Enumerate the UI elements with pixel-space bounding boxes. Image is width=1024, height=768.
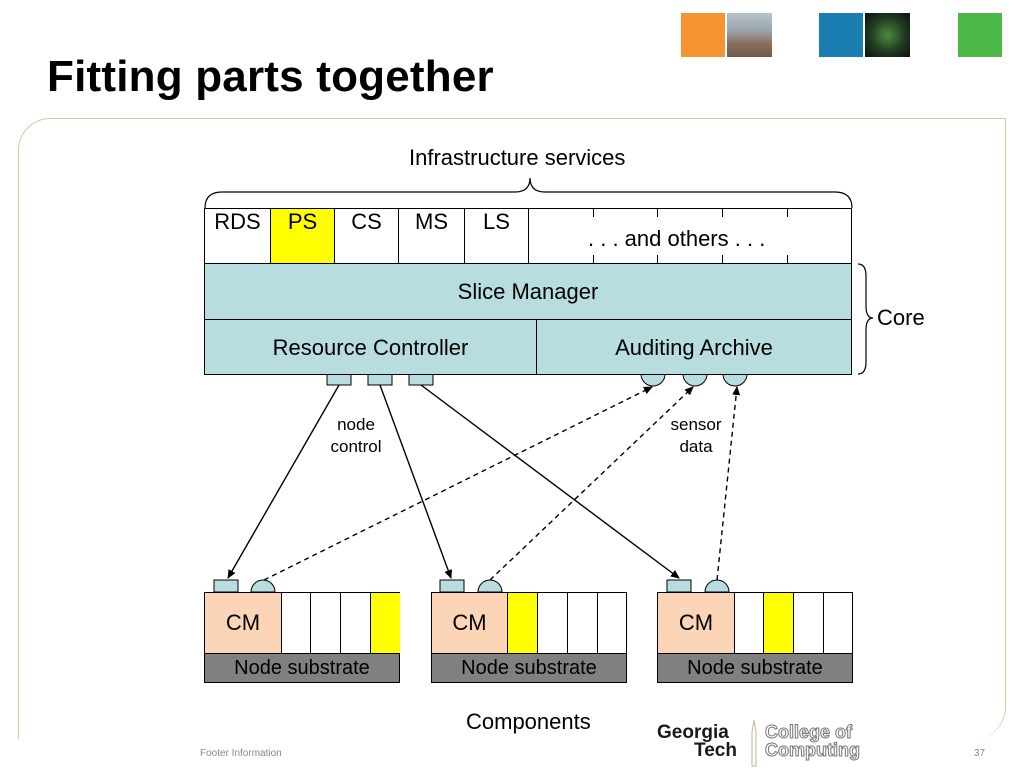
slot-cell (311, 593, 341, 653)
component-1: CM Node substrate (204, 592, 400, 683)
campus-photo-thumbnail (727, 13, 772, 57)
green-thumbnail (958, 13, 1002, 57)
slot-cell (568, 593, 598, 653)
logo-tech: Tech (694, 740, 737, 761)
slot-cell-highlighted (371, 593, 400, 653)
node-substrate: Node substrate (204, 653, 400, 683)
slide-title: Fitting parts together (47, 52, 494, 101)
node-substrate: Node substrate (657, 653, 853, 683)
cm-cell: CM (205, 593, 282, 653)
slice-manager-label: Slice Manager (457, 279, 599, 304)
footer-info: Footer Information (200, 748, 282, 759)
others-tick (787, 209, 788, 217)
sensor-port (682, 373, 708, 387)
component-3: CM Node substrate (657, 592, 853, 683)
core-brace (857, 263, 874, 375)
orange-thumbnail (681, 13, 725, 57)
component-sensor-port (477, 579, 503, 593)
service-ls: LS (465, 209, 529, 263)
others-tick (722, 255, 723, 263)
others-tick (657, 255, 658, 263)
slice-manager: Slice Manager (204, 263, 852, 320)
component-control-port (439, 579, 465, 593)
slot-cell (282, 593, 311, 653)
logo-computing: Computing (765, 740, 861, 761)
network-photo-thumbnail (865, 13, 910, 57)
component-sensor-port (704, 579, 730, 593)
service-ms: MS (399, 209, 465, 263)
slot-cell (824, 593, 853, 653)
resource-controller-label: Resource Controller (272, 335, 469, 360)
logo-college-of: College of (764, 722, 853, 743)
control-arrow-3 (420, 384, 680, 579)
services-row: RDS PS CS MS LS . . . and others . . . (204, 208, 852, 264)
blue-thumbnail (819, 13, 863, 57)
others-label: . . . and others . . . (588, 226, 766, 251)
control-arrow-2 (379, 384, 452, 579)
component-sensor-port (250, 579, 276, 593)
components-label: Components (466, 709, 591, 734)
component-2: CM Node substrate (431, 592, 627, 683)
component-control-port (666, 579, 692, 593)
infrastructure-services-label: Infrastructure services (409, 145, 626, 170)
slot-cell (538, 593, 568, 653)
others-tick (593, 255, 594, 263)
component-cells: CM (204, 592, 400, 654)
component-cells: CM (657, 592, 853, 654)
resource-controller: Resource Controller (204, 319, 537, 375)
slot-cell (735, 593, 764, 653)
node-control-label: node control (330, 415, 382, 456)
others-tick (722, 209, 723, 217)
auditing-archive: Auditing Archive (536, 319, 852, 375)
service-rds: RDS (205, 209, 271, 263)
core-label: Core (877, 305, 925, 330)
page-number: 37 (974, 748, 986, 759)
auditing-archive-label: Auditing Archive (615, 335, 773, 360)
cm-cell: CM (658, 593, 735, 653)
georgia-tech-logo: Georgia Tech College of Computing (655, 718, 885, 768)
cm-cell: CM (432, 593, 508, 653)
others-tick (657, 209, 658, 217)
slot-cell (598, 593, 627, 653)
logo-georgia: Georgia (657, 722, 729, 743)
sensor-data-label: sensor data (670, 415, 722, 456)
slot-cell (341, 593, 371, 653)
sensor-port (640, 373, 666, 387)
sensor-arrow-2 (489, 386, 694, 581)
service-cs: CS (335, 209, 399, 263)
component-cells: CM (431, 592, 627, 654)
sensor-port (722, 373, 748, 387)
slot-cell (794, 593, 824, 653)
service-ps: PS (271, 209, 335, 263)
others-tick (787, 255, 788, 263)
sensor-arrow-1 (263, 386, 653, 581)
infrastructure-brace (204, 177, 853, 209)
tower-icon (751, 719, 757, 767)
node-substrate: Node substrate (431, 653, 627, 683)
slot-cell-highlighted (764, 593, 794, 653)
content-frame (18, 118, 1006, 739)
component-control-port (213, 579, 239, 593)
control-arrow-1 (227, 384, 340, 579)
others-tick (593, 209, 594, 217)
slot-cell-highlighted (508, 593, 538, 653)
